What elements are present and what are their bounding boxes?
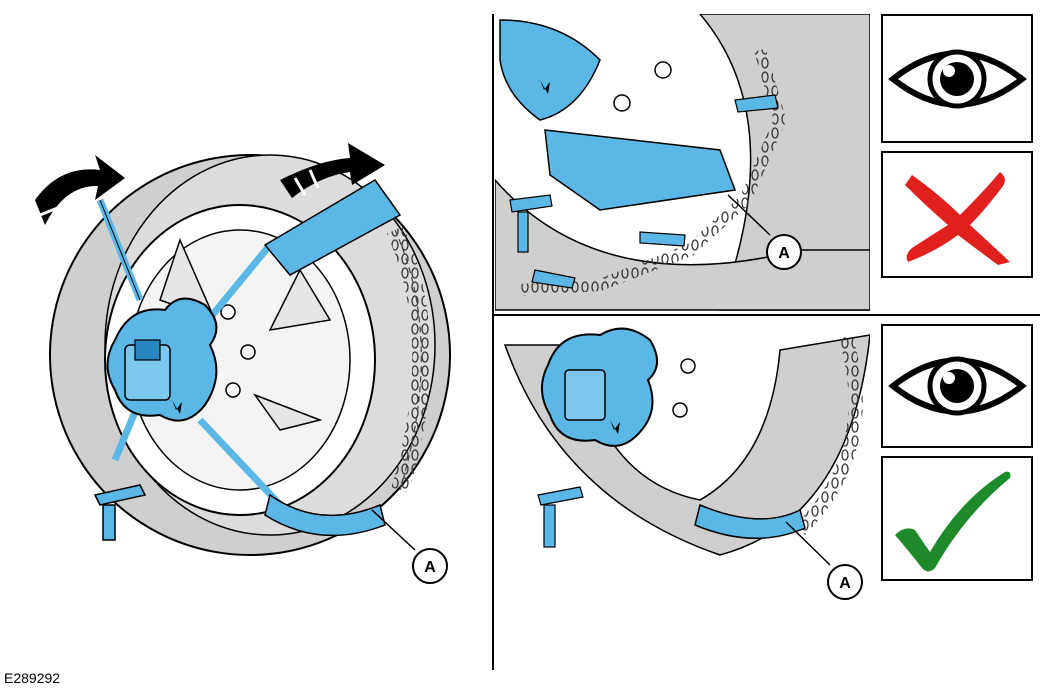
checkmark-icon xyxy=(895,471,1011,572)
main-wheel-illustration: A xyxy=(35,143,451,584)
tensioner-hub xyxy=(106,297,218,422)
chain-strap-bottom xyxy=(264,493,386,537)
callout-label: A xyxy=(839,575,851,592)
detail-correct-illustration: A xyxy=(503,327,870,600)
eye-icon xyxy=(888,49,1027,109)
callout-label: A xyxy=(778,245,790,262)
callout-marker xyxy=(827,564,863,600)
eye-icon-box xyxy=(881,14,1033,143)
detail-incorrect-illustration: A xyxy=(495,14,870,311)
cross-icon xyxy=(905,172,1010,265)
lug-nut xyxy=(220,304,236,320)
checkmark-icon-box xyxy=(881,456,1033,581)
chain-strap-top xyxy=(263,179,402,276)
callout-marker xyxy=(766,234,802,270)
rotation-arrow-left xyxy=(35,155,125,229)
tensioner-handle xyxy=(93,484,147,506)
callout-marker xyxy=(412,548,448,584)
cross-icon-box xyxy=(881,151,1033,278)
figure-code: E289292 xyxy=(4,670,61,686)
eye-icon-box xyxy=(881,324,1033,448)
eye-icon xyxy=(888,356,1027,416)
lug-nut xyxy=(240,344,256,360)
lug-nut xyxy=(225,382,241,398)
callout-label: A xyxy=(424,559,436,576)
rotation-arrow-top xyxy=(280,143,385,198)
